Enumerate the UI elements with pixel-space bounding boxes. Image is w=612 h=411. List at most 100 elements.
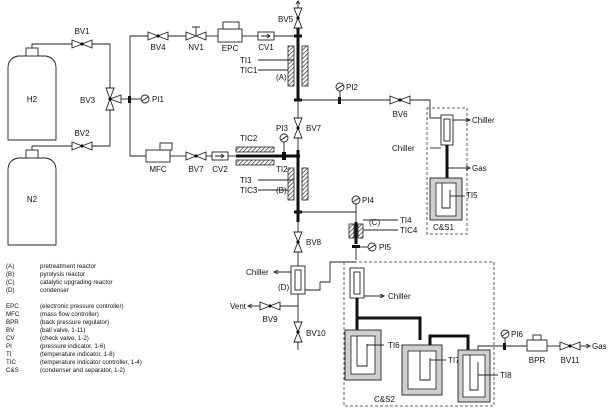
cv1-check-valve[interactable]: CV1 <box>257 31 275 52</box>
legend-desc: (back pressure regulator) <box>40 319 109 326</box>
legend-abbr: EPC <box>6 303 19 310</box>
cs1-group: C&S1 <box>426 107 468 235</box>
legend-abbr: (B) <box>6 271 14 278</box>
bv4-valve[interactable]: BV4 <box>147 31 169 52</box>
bv6-label: BV6 <box>392 110 408 119</box>
cs2-condenser <box>349 267 365 299</box>
pi2-label: PI2 <box>346 83 359 92</box>
bv7a-valve[interactable]: BV7 <box>185 151 207 174</box>
bv7b-valve[interactable]: BV7 <box>293 117 322 139</box>
cs2-group: C&S2 <box>343 261 495 407</box>
nv1-needle-valve[interactable]: NV1 <box>185 26 207 52</box>
bv1-valve[interactable]: BV1 <box>71 27 93 49</box>
reactor-a: (A) <box>276 45 309 87</box>
legend-abbr: (C) <box>6 279 15 286</box>
ti6-label: TI6 <box>388 341 400 350</box>
pi4-gauge: PI4 <box>351 195 375 212</box>
pi1-gauge: PI1 <box>131 94 165 104</box>
ti7-label: TI7 <box>448 356 460 365</box>
pi3-label: PI3 <box>276 124 289 133</box>
tic2-preheater: TIC2 <box>235 134 275 166</box>
pi6-gauge: PI6 <box>500 329 524 346</box>
legend-abbr: PI <box>6 343 12 350</box>
pi5-label: PI5 <box>379 243 392 252</box>
legend-abbr: MFC <box>6 311 20 318</box>
h2-label: H2 <box>27 95 38 104</box>
pi6-label: PI6 <box>511 330 524 339</box>
pi1-label: PI1 <box>152 95 165 104</box>
nv1-label: NV1 <box>188 43 204 52</box>
bv3-valve[interactable]: BV3 <box>80 87 122 111</box>
n2-label: N2 <box>27 195 38 204</box>
ti5-label: TI5 <box>466 191 478 200</box>
n2-cylinder: N2 <box>7 149 57 246</box>
cs2-separator-1 <box>344 329 382 381</box>
legend-desc: (pressure indicator, 1-6) <box>40 343 105 350</box>
bv1-label: BV1 <box>74 27 90 36</box>
chiller1-label: Chiller <box>472 116 495 125</box>
ti3-label: TI3 <box>240 176 252 185</box>
ti4-label: TI4 <box>400 216 412 225</box>
bv7b-label: BV7 <box>306 124 322 133</box>
bv11-label: BV11 <box>561 356 581 365</box>
legend-desc: pretreatment reactor <box>40 263 96 270</box>
legend-desc: (mass flow controller) <box>40 311 99 318</box>
legend-desc: condenser <box>40 287 69 294</box>
legend-desc: (ball valve, 1-11) <box>40 327 85 334</box>
tic4-label: TIC4 <box>400 226 418 235</box>
bv10-valve[interactable]: BV10 <box>293 321 326 343</box>
legend-desc: catalytic upgrading reactor <box>40 279 113 286</box>
legend-abbr: C&S <box>6 367 19 374</box>
legend-abbr: (D) <box>6 287 15 294</box>
gas1-label: Gas <box>472 164 487 173</box>
bv8-valve[interactable]: BV8 <box>293 231 322 253</box>
condenser-d-label: (D) <box>278 283 289 292</box>
bpr-regulator: BPR <box>526 334 548 365</box>
ti8-label: TI8 <box>500 371 512 380</box>
pi2-gauge: PI2 <box>335 82 359 100</box>
mfc-label: MFC <box>149 165 167 174</box>
epc-label: EPC <box>222 44 239 53</box>
bv2-label: BV2 <box>74 129 90 138</box>
legend-desc: (condenser and separator, 1-2) <box>40 367 125 374</box>
h2-cylinder: H2 <box>7 47 57 141</box>
cs1-label: C&S1 <box>433 223 454 232</box>
vent-label: Vent <box>230 302 247 311</box>
chiller3-label: Chiller <box>246 268 269 277</box>
legend-desc: (temperature indicator, 1-8) <box>40 351 115 358</box>
reactor-b: (B) <box>276 167 309 201</box>
mfc-controller: MFC <box>145 142 173 174</box>
bv2-valve[interactable]: BV2 <box>71 129 93 151</box>
chiller4-label: Chiller <box>388 292 411 301</box>
reactor-a-label: (A) <box>276 73 287 82</box>
condenser-d: (D) <box>278 265 306 295</box>
cs1-condenser <box>440 114 454 146</box>
bv3-label: BV3 <box>80 96 96 105</box>
gas2-label: Gas <box>592 342 607 351</box>
bv9-label: BV9 <box>262 315 278 324</box>
pi5-gauge: PI5 <box>356 242 392 252</box>
bv11-valve[interactable]: BV11 <box>559 341 581 365</box>
tic2-label: TIC2 <box>240 134 258 143</box>
legend-desc: (check valve, 1-2) <box>40 335 89 342</box>
bpr-label: BPR <box>529 356 546 365</box>
bv7a-label: BV7 <box>188 165 204 174</box>
cs2-separator-2 <box>401 344 443 396</box>
ti1-label: TI1 <box>240 56 252 65</box>
pi4-label: PI4 <box>362 196 375 205</box>
cv2-check-valve[interactable]: CV2 <box>211 151 229 174</box>
legend-abbr: BPR <box>6 319 19 326</box>
bv8-label: BV8 <box>306 238 322 247</box>
bv5-valve[interactable]: BV5 <box>278 7 303 29</box>
chiller2-label: Chiller <box>392 144 415 153</box>
bv4-label: BV4 <box>150 43 166 52</box>
cv2-label: CV2 <box>212 165 228 174</box>
legend-abbr: (A) <box>6 263 14 270</box>
bv6-valve[interactable]: BV6 <box>389 95 411 119</box>
reactor-c-label: (C) <box>369 218 380 227</box>
reactor-b-label: (B) <box>276 186 287 195</box>
bv9-valve[interactable]: BV9 <box>259 301 281 324</box>
bv10-label: BV10 <box>306 329 326 338</box>
legend-abbr: TIC <box>6 359 16 366</box>
